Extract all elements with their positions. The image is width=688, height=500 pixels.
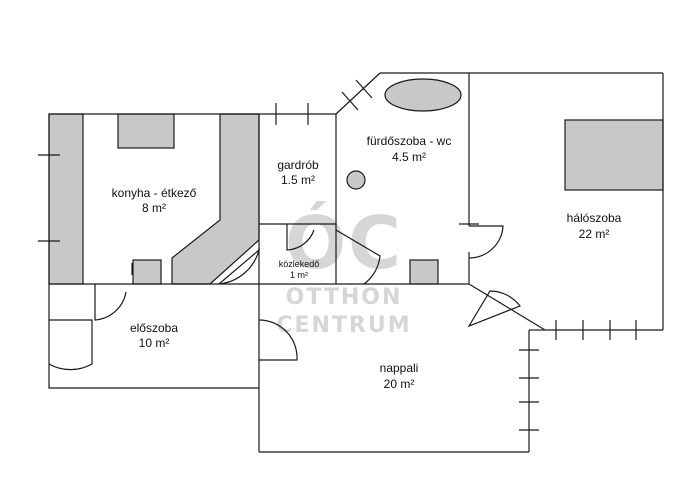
watermark-line2: CENTRUM — [276, 313, 411, 338]
bathroom-fixtures — [346, 78, 462, 285]
kitchen-box — [132, 259, 162, 285]
door-nappali — [258, 319, 298, 361]
gardrob-area: 1.5 m² — [281, 173, 315, 187]
walls — [48, 72, 664, 453]
gardrob-name: gardrób — [277, 158, 319, 172]
bed — [564, 119, 664, 191]
door-gardrob — [286, 224, 315, 251]
kozlekedo-area: 1 m² — [290, 270, 308, 280]
furdo-area: 4.5 m² — [392, 150, 426, 164]
door-bathroom — [335, 229, 381, 285]
doors — [48, 224, 521, 371]
haloszoba-name: hálószoba — [567, 211, 622, 225]
room-labels: konyha - étkező 8 m² gardrób 1.5 m² fürd… — [112, 134, 622, 391]
kitchen-fixtures — [48, 113, 260, 285]
door-corridor — [218, 248, 261, 285]
watermark-line1: OTTHON — [286, 285, 403, 310]
kitchen-cabinet-top — [117, 113, 175, 149]
toilet — [346, 170, 366, 190]
bathtub — [384, 78, 462, 112]
kitchen-counter-left — [48, 113, 84, 285]
haloszoba-area: 22 m² — [579, 227, 610, 241]
eloszoba-area: 10 m² — [139, 336, 170, 350]
nappali-area: 20 m² — [384, 377, 415, 391]
windows — [38, 79, 637, 431]
door-kitchen — [94, 284, 127, 321]
konyha-name: konyha - étkező — [112, 186, 197, 200]
furdo-name: fürdőszoba - wc — [367, 134, 452, 148]
shower-box — [409, 259, 439, 285]
konyha-area: 8 m² — [142, 201, 166, 215]
kozlekedo-name: közlekedő — [279, 259, 320, 269]
door-eloszoba-entry — [48, 319, 93, 371]
door-balcony — [467, 290, 521, 328]
door-bedroom — [468, 225, 504, 259]
eloszoba-name: előszoba — [130, 321, 178, 335]
nappali-name: nappali — [380, 361, 419, 375]
